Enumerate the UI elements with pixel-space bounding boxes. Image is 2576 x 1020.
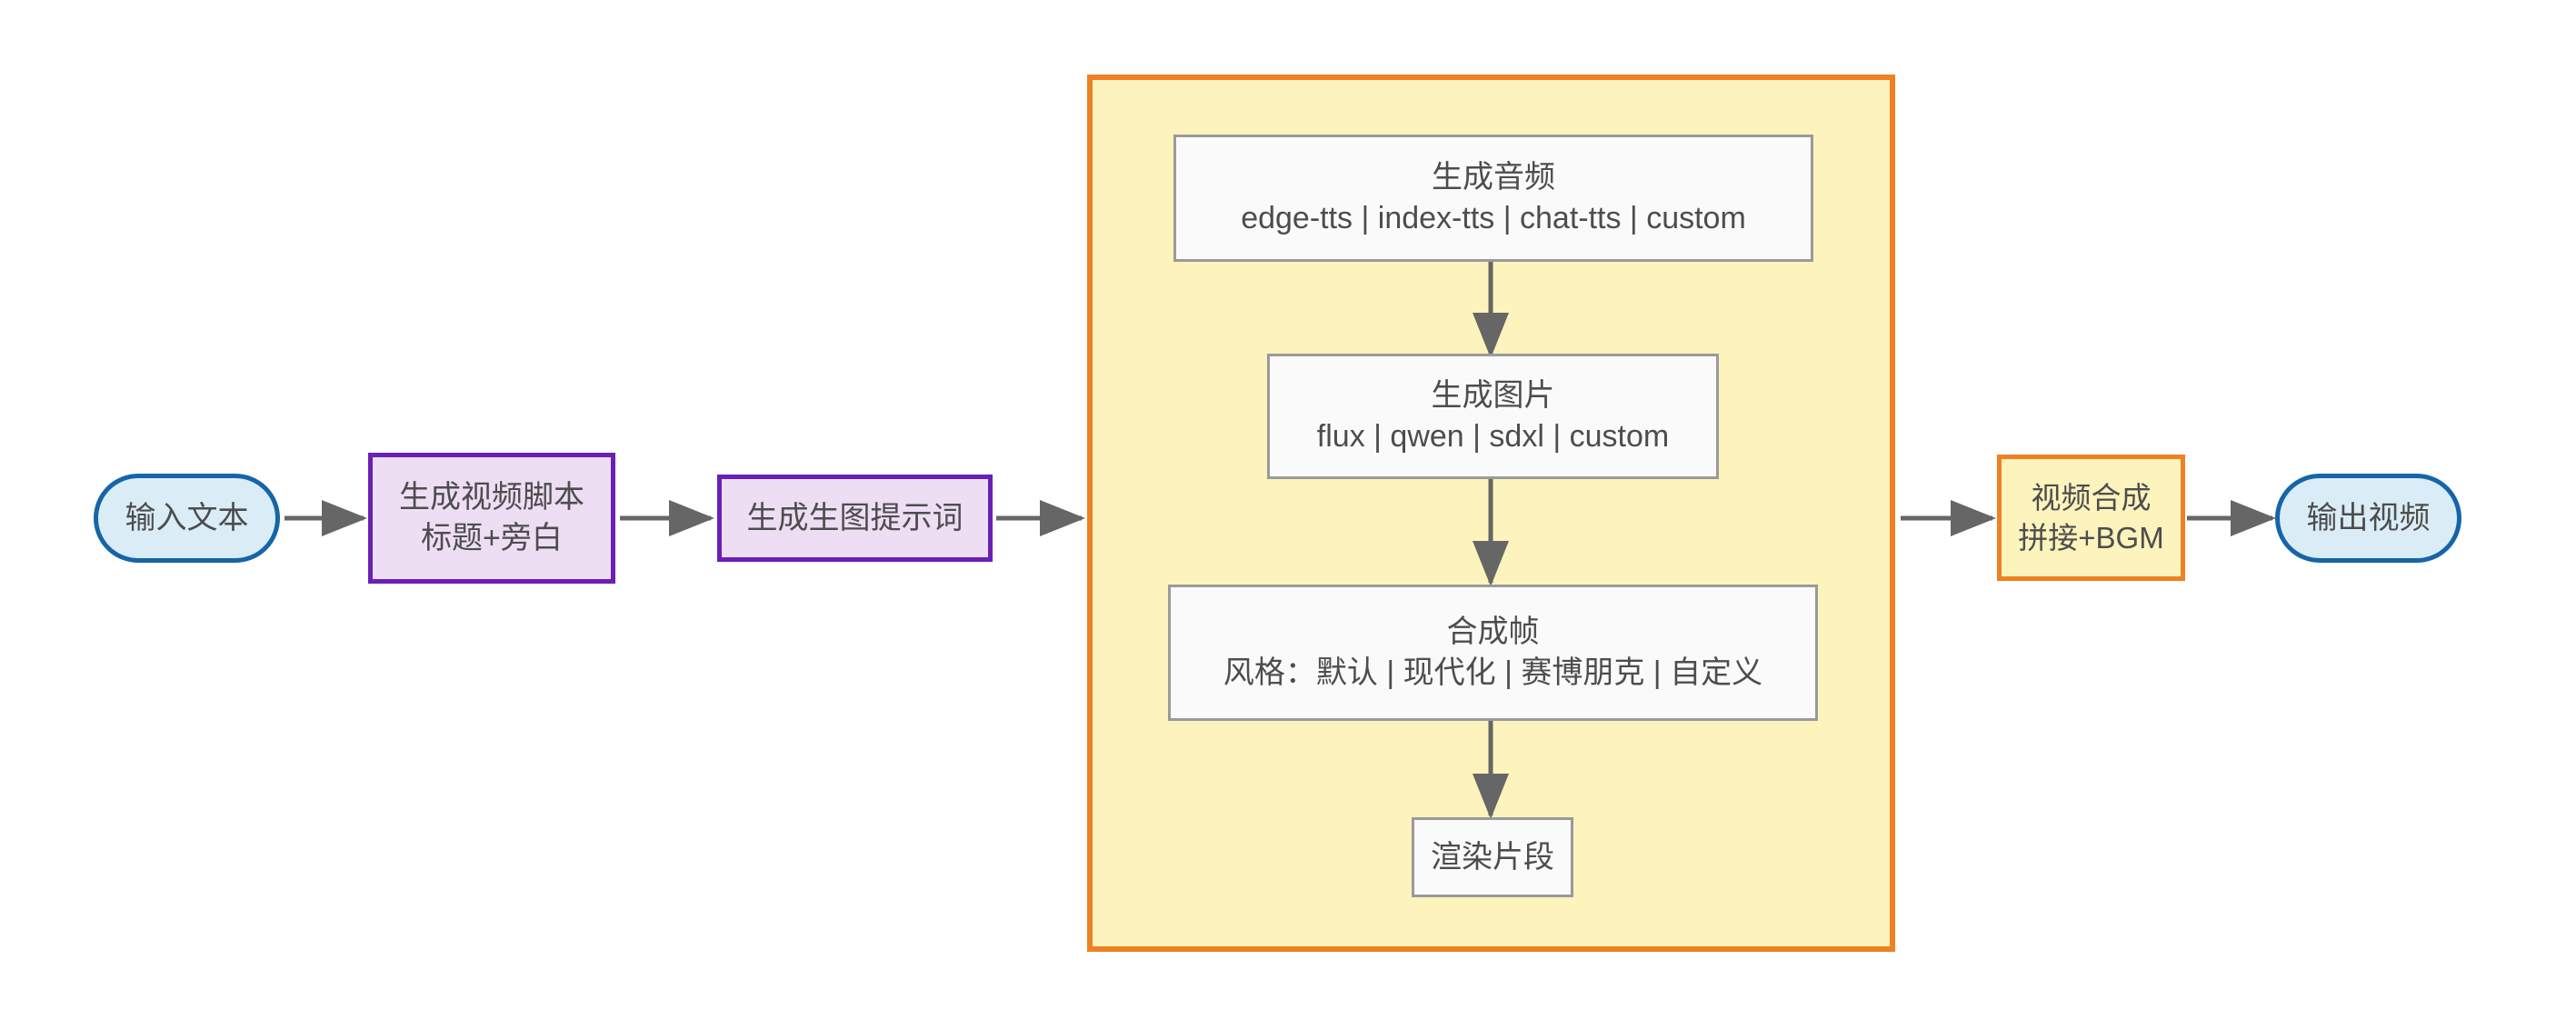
node-render-clip-label: 渲染片段 (1431, 839, 1554, 875)
node-input-text[interactable]: 输入文本 (94, 474, 280, 563)
node-generate-prompt[interactable]: 生成生图提示词 (717, 475, 993, 562)
node-generate-prompt-label: 生成生图提示词 (746, 500, 964, 535)
node-render-clip[interactable]: 渲染片段 (1412, 817, 1573, 897)
node-output-video[interactable]: 输出视频 (2275, 474, 2461, 563)
node-video-merge[interactable]: 视频合成 拼接+BGM (1997, 455, 2185, 581)
node-generate-script-line2: 标题+旁白 (421, 521, 563, 555)
node-generate-script[interactable]: 生成视频脚本 标题+旁白 (368, 453, 615, 584)
node-generate-image[interactable]: 生成图片 flux | qwen | sdxl | custom (1267, 354, 1719, 479)
node-generate-image-line1: 生成图片 (1431, 378, 1555, 414)
node-generate-audio[interactable]: 生成音频 edge-tts | index-tts | chat-tts | c… (1173, 135, 1813, 262)
node-compose-frame[interactable]: 合成帧 风格：默认 | 现代化 | 赛博朋克 | 自定义 (1168, 585, 1818, 721)
node-generate-image-line2: flux | qwen | sdxl | custom (1316, 419, 1670, 454)
node-compose-frame-line2: 风格：默认 | 现代化 | 赛博朋克 | 自定义 (1223, 655, 1763, 690)
node-video-merge-line1: 视频合成 (2031, 480, 2152, 515)
node-video-merge-line2: 拼接+BGM (2018, 520, 2164, 555)
node-output-video-label: 输出视频 (2306, 500, 2431, 535)
node-generate-audio-line1: 生成音频 (1432, 160, 1555, 195)
node-input-text-label: 输入文本 (125, 500, 249, 535)
node-generate-script-line1: 生成视频脚本 (399, 480, 584, 515)
node-compose-frame-line1: 合成帧 (1446, 615, 1540, 650)
node-generate-audio-line2: edge-tts | index-tts | chat-tts | custom (1241, 201, 1746, 235)
